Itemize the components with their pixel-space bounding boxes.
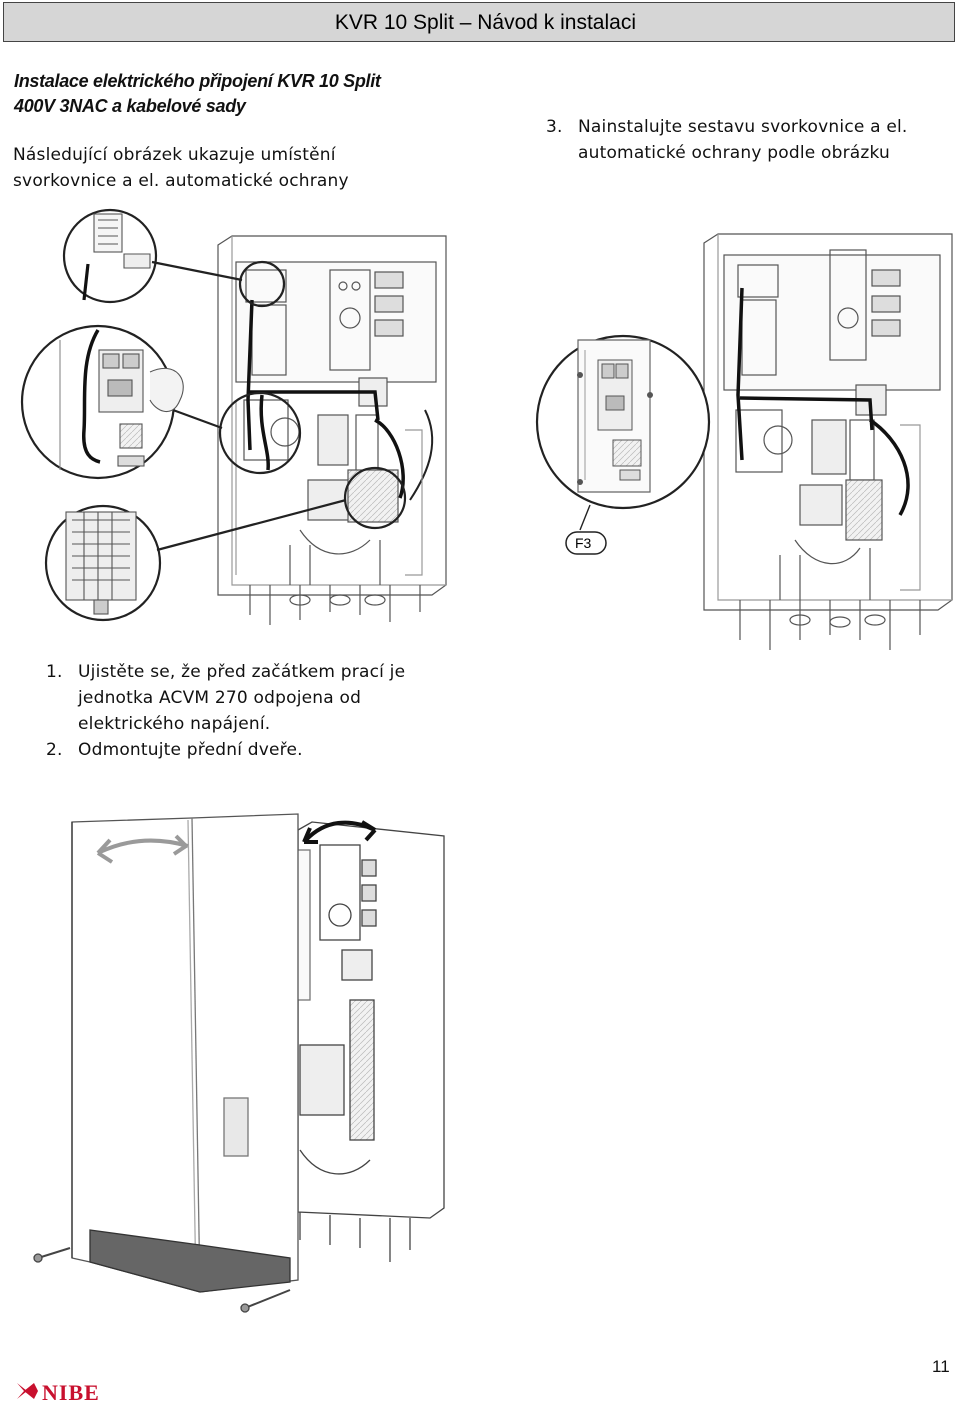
- figure-unit-location-diagram: [217, 235, 447, 625]
- breaker-label-f3: F3: [575, 535, 592, 551]
- section-title: Instalace elektrického připojení KVR 10 …: [14, 69, 484, 119]
- section-title-line-2: 400V 3NAC a kabelové sady: [14, 96, 246, 116]
- intro-paragraph: Následující obrázek ukazuje umístění svo…: [13, 142, 483, 194]
- step-3-line-2: automatické ochrany podle obrázku: [578, 143, 891, 163]
- cable-paths-left: [246, 299, 405, 499]
- nibe-logo-text: NIBE: [42, 1380, 100, 1405]
- step-2-text: Odmontujte přední dveře.: [78, 737, 508, 763]
- callout-leader-lines: [151, 260, 347, 552]
- step-1: 1. Ujistěte se, že před začátkem prací j…: [46, 659, 446, 739]
- step-2: 2. Odmontujte přední dveře.: [46, 737, 446, 767]
- section-title-line-1: Instalace elektrického připojení KVR 10 …: [14, 71, 381, 91]
- step-1-line-3: elektrického napájení.: [78, 714, 271, 734]
- detail-callout-right: [535, 334, 711, 555]
- step-1-line-1: Ujistěte se, že před začátkem prací je: [78, 662, 406, 682]
- nibe-logo: [17, 1383, 38, 1399]
- cable-paths-right: [736, 287, 910, 516]
- page-number: 11: [932, 1357, 950, 1376]
- step-1-line-2: jednotka ACVM 270 odpojena od: [78, 688, 362, 708]
- step-1-text: Ujistěte se, že před začátkem prací je j…: [78, 659, 508, 737]
- callout-detail-contents: [59, 213, 184, 615]
- intro-line-1: Následující obrázek ukazuje umístění: [13, 145, 336, 165]
- header-title: KVR 10 Split – Návod k instalaci: [334, 11, 636, 34]
- figure-door-removal-diagram: [33, 813, 445, 1313]
- door-removal-arrows: [96, 820, 377, 864]
- step-3-number: 3.: [546, 117, 563, 137]
- step-3: 3. Nainstalujte sestavu svorkovnice a el…: [546, 114, 946, 174]
- step-3-line-1: Nainstalujte sestavu svorkovnice a el.: [578, 117, 908, 137]
- nibe-logo-mark: [17, 1383, 38, 1399]
- step-2-line-1: Odmontujte přední dveře.: [78, 740, 303, 760]
- page-header: KVR 10 Split – Návod k instalaci: [3, 2, 955, 42]
- step-3-text: Nainstalujte sestavu svorkovnice a el. a…: [578, 114, 960, 166]
- step-1-number: 1.: [46, 662, 63, 682]
- intro-line-2: svorkovnice a el. automatické ochrany: [13, 171, 349, 191]
- step-2-number: 2.: [46, 740, 63, 760]
